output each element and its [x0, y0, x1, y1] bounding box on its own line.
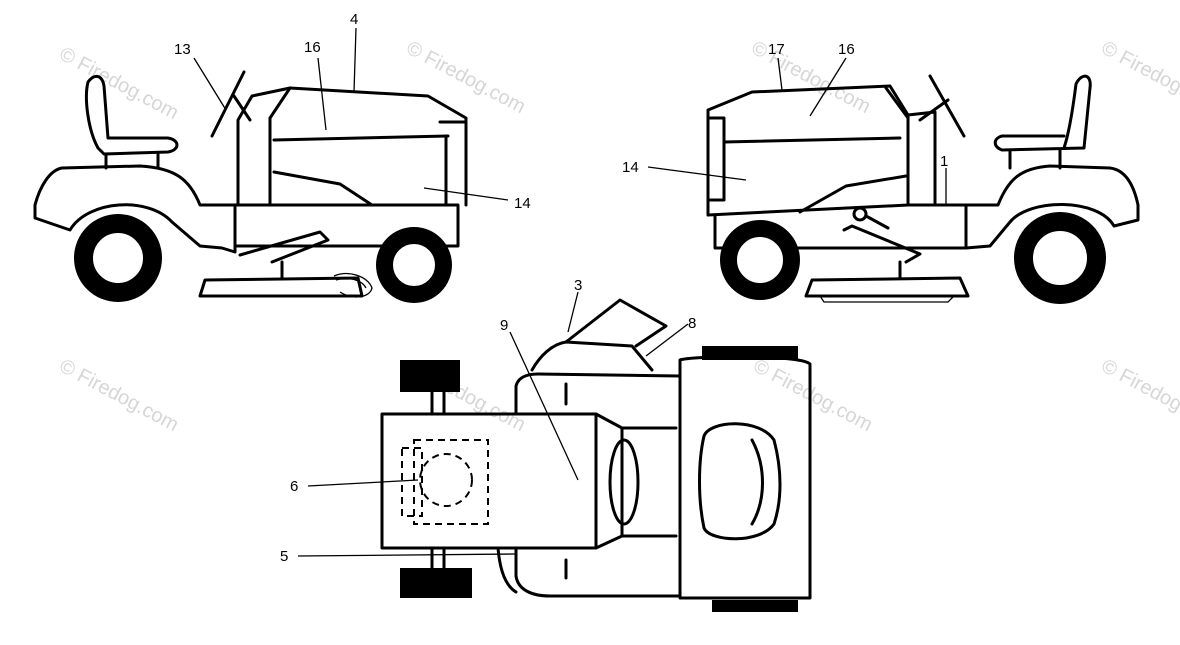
callout-labels: 4 13 16 14 17 16 14 1 3 8 9 6 5: [174, 11, 948, 565]
tractor-top-view: [380, 298, 812, 612]
watermark-2: © Firedog.com: [403, 37, 529, 118]
callout-13: 13: [174, 41, 191, 58]
callout-1: 1: [940, 153, 948, 170]
front-wheel-bottom: [400, 568, 472, 598]
callout-8: 8: [688, 315, 696, 332]
callout-14-right: 14: [622, 159, 639, 176]
rear-wheel-bottom: [712, 600, 798, 612]
callout-16-right: 16: [838, 41, 855, 58]
watermark-4: © Firedog.com: [1098, 37, 1180, 118]
rear-wheel-top: [702, 346, 798, 360]
watermark-8: © Firedog.com: [1098, 355, 1180, 436]
callout-4: 4: [350, 11, 358, 28]
watermark-5: © Firedog.com: [56, 355, 182, 436]
watermark-3: © Firedog.com: [748, 37, 874, 118]
callout-9: 9: [500, 317, 508, 334]
tractor-left-view: [33, 70, 468, 303]
tractor-right-view: [706, 74, 1140, 304]
callout-3: 3: [574, 277, 582, 294]
leader-lines: [193, 27, 947, 557]
callout-14-left: 14: [514, 195, 531, 212]
callout-16-left: 16: [304, 39, 321, 56]
front-wheel-top: [400, 360, 460, 392]
watermark-7: © Firedog.com: [750, 355, 876, 436]
callout-6: 6: [290, 478, 298, 495]
callout-5: 5: [280, 548, 288, 565]
watermark-1: © Firedog.com: [56, 43, 182, 124]
callout-17: 17: [768, 41, 785, 58]
